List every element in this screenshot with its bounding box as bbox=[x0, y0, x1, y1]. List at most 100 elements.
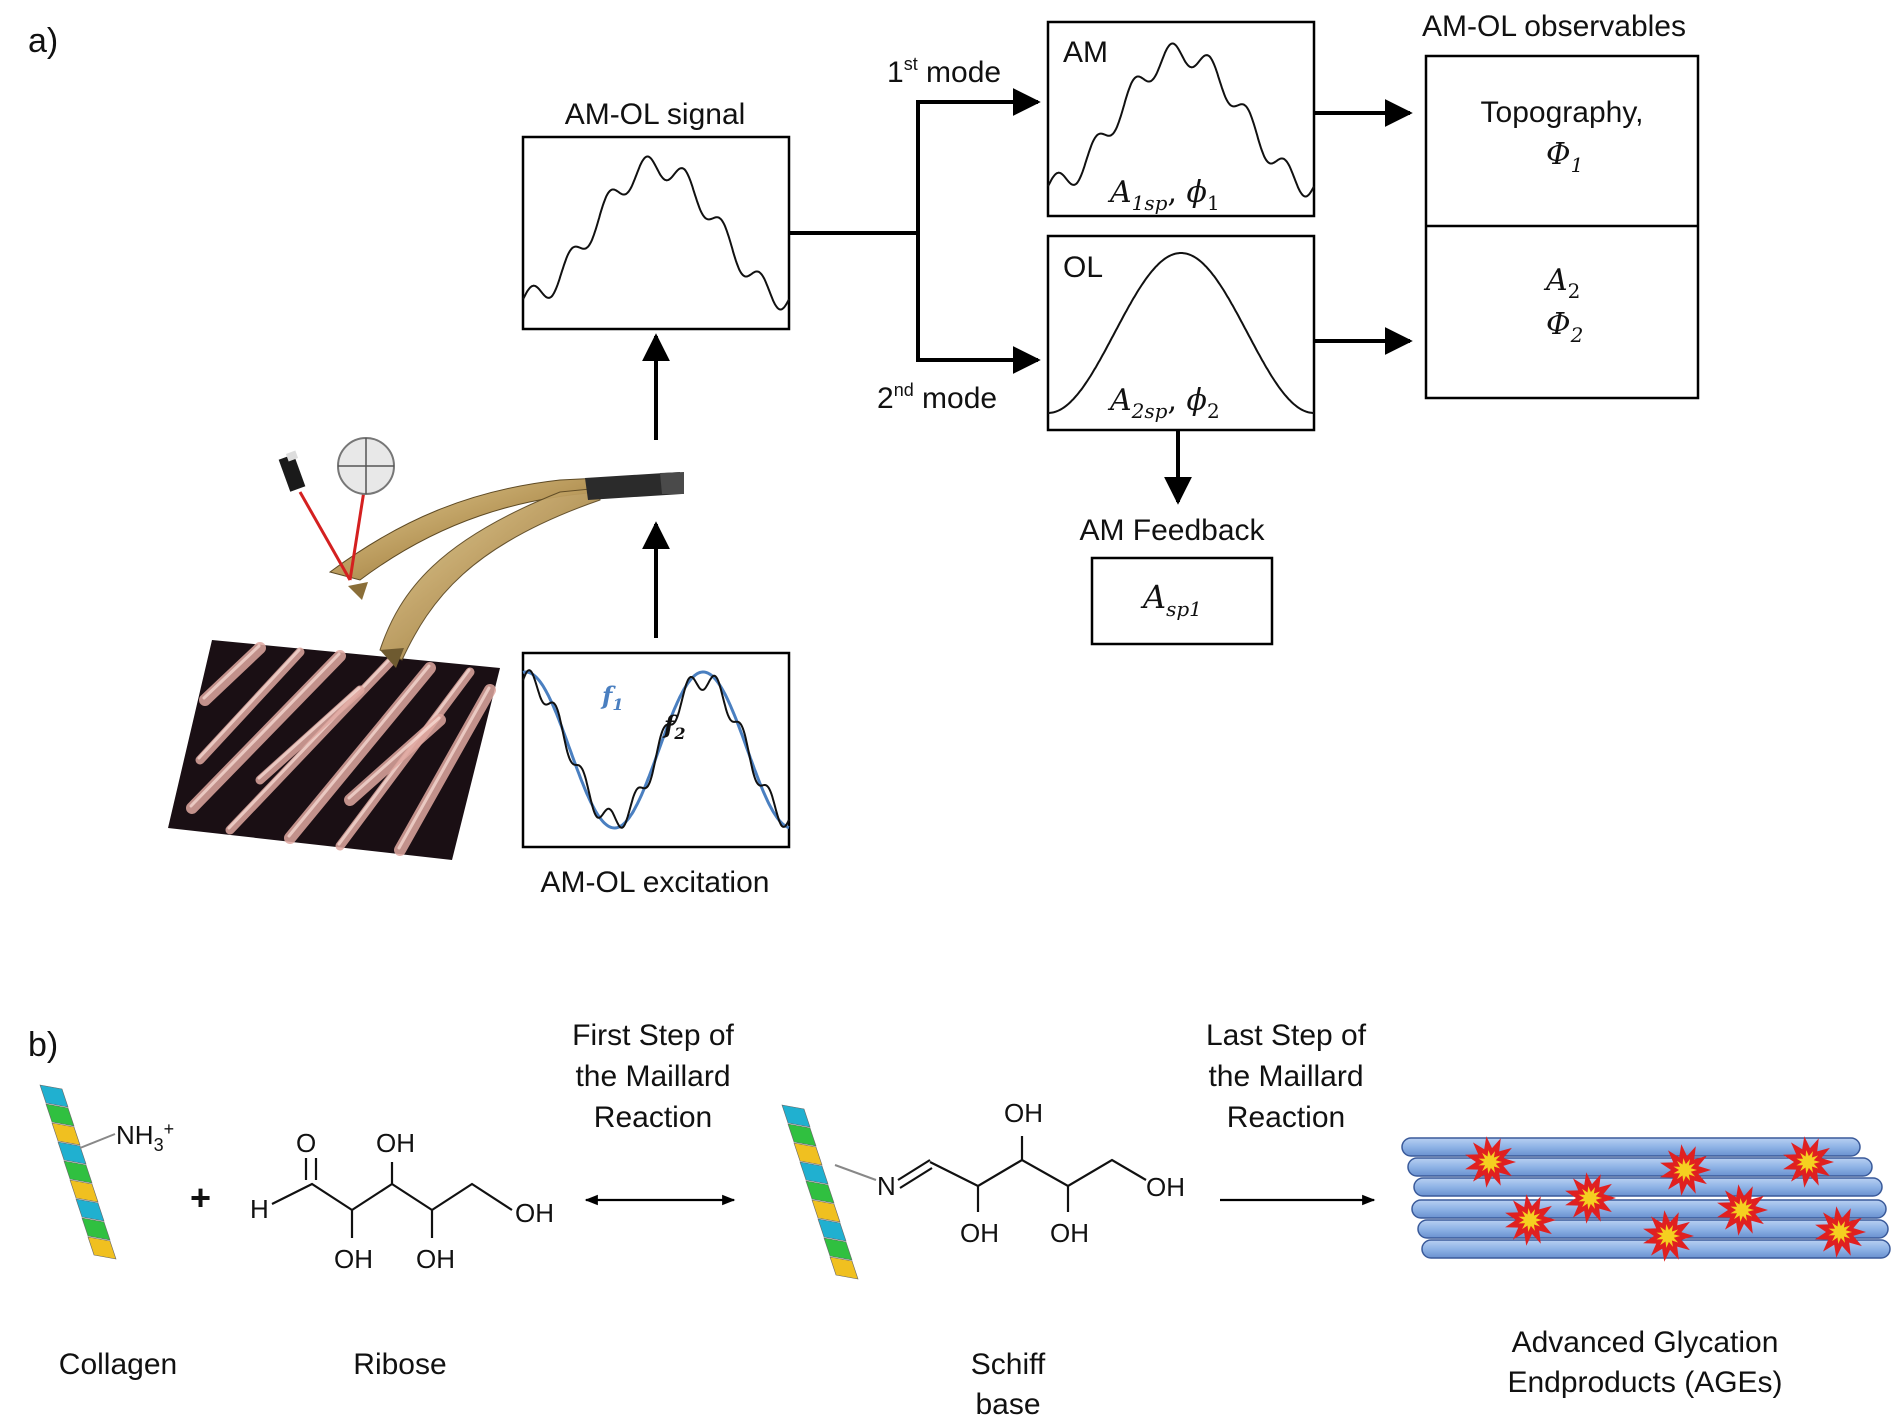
panel-a-label: a) bbox=[28, 22, 58, 60]
laser-source-icon bbox=[278, 450, 306, 492]
glycation-burst-core bbox=[1673, 1158, 1697, 1182]
ages-fibril-tube bbox=[1401, 1137, 1861, 1157]
collagen-label: Collagen bbox=[59, 1348, 177, 1381]
collagen-fibril-highlight bbox=[197, 648, 301, 760]
am-box-title: AM bbox=[1063, 36, 1108, 69]
collagen-fibril bbox=[394, 684, 496, 856]
schiff-line1: Schiff bbox=[971, 1348, 1046, 1381]
schiff-line2: base bbox=[975, 1388, 1040, 1421]
last-step-line1: Last Step of bbox=[1206, 1019, 1367, 1052]
signal-box bbox=[521, 135, 791, 331]
ribose-label: Ribose bbox=[353, 1348, 446, 1381]
helix-segment bbox=[39, 1084, 69, 1108]
feedback-title: AM Feedback bbox=[1079, 514, 1265, 547]
helix-segment bbox=[823, 1237, 853, 1261]
ribose-oh-3: OH bbox=[416, 1244, 455, 1274]
schiff-oh-3: OH bbox=[1050, 1218, 1089, 1248]
collagen-fibril-highlight bbox=[397, 686, 491, 850]
collagen-helix-icon-2 bbox=[781, 1104, 859, 1280]
collagen-fibril bbox=[199, 642, 266, 706]
helix-segment bbox=[811, 1199, 841, 1223]
ribose-structure bbox=[271, 1158, 513, 1238]
collagen-fibril bbox=[344, 714, 446, 806]
helix-segment bbox=[87, 1236, 117, 1260]
mode2-label: 2nd mode bbox=[877, 380, 997, 415]
nh3-label: NH3+ bbox=[116, 1119, 174, 1155]
ol-box bbox=[1046, 234, 1316, 432]
obs-phi1: Φ1 bbox=[1546, 137, 1583, 177]
observables-title: AM-OL observables bbox=[1422, 10, 1686, 43]
glycation-burst-core bbox=[1478, 1150, 1502, 1174]
helix-segment bbox=[799, 1161, 829, 1185]
collagen-fibril bbox=[284, 662, 436, 844]
photodetector-icon bbox=[337, 437, 395, 495]
excitation-f2-curve bbox=[522, 669, 790, 829]
first-step-line3: Reaction bbox=[594, 1101, 712, 1134]
helix-segment bbox=[45, 1103, 75, 1127]
signal-curve bbox=[522, 155, 790, 311]
mode-splitter bbox=[789, 88, 1041, 374]
collagen-fibril-highlight bbox=[189, 652, 341, 808]
ages-line2: Endproducts (AGEs) bbox=[1507, 1366, 1782, 1399]
obs-phi2: Φ2 bbox=[1546, 307, 1583, 347]
helix-segment bbox=[787, 1123, 817, 1147]
first-step-line2: the Maillard bbox=[575, 1060, 730, 1093]
ribose-oh-2: OH bbox=[334, 1244, 373, 1274]
collagen-fibril-highlight bbox=[257, 686, 361, 780]
ribose-oh-1: OH bbox=[376, 1128, 415, 1158]
ages-fibril-tube bbox=[1411, 1199, 1887, 1219]
schiff-base-structure bbox=[897, 1136, 1147, 1212]
afm-scan-image bbox=[168, 640, 500, 860]
collagen-fibril-highlight bbox=[287, 664, 431, 838]
am-box-params: A1sp, ϕ1 bbox=[1107, 175, 1220, 215]
ages-fibril-bundle bbox=[1401, 1136, 1891, 1262]
helix-segment bbox=[69, 1179, 99, 1203]
collagen-fibril-highlight bbox=[347, 716, 441, 800]
ol-box-params: A2sp, ϕ2 bbox=[1107, 383, 1220, 423]
helix-segment bbox=[793, 1142, 823, 1166]
feedback-box bbox=[1090, 556, 1274, 646]
ages-fibril-tube bbox=[1413, 1177, 1883, 1197]
laser-beam-out bbox=[348, 477, 368, 581]
excitation-f1-label: f1 bbox=[600, 681, 623, 714]
schiff-N: N bbox=[877, 1171, 896, 1201]
helix-segment bbox=[829, 1256, 859, 1280]
last-step-line2: the Maillard bbox=[1208, 1060, 1363, 1093]
glycation-burst-core bbox=[1656, 1224, 1680, 1248]
helix-segment bbox=[63, 1160, 93, 1184]
ages-fibril-tube bbox=[1407, 1157, 1873, 1177]
schiff-oh-1: OH bbox=[1004, 1098, 1043, 1128]
signal-title: AM-OL signal bbox=[565, 98, 746, 131]
helix-segment bbox=[817, 1218, 847, 1242]
schiff-bond bbox=[834, 1164, 877, 1181]
glycation-burst-core bbox=[1730, 1198, 1754, 1222]
mode1-label: 1st mode bbox=[887, 54, 1001, 89]
laser-beam-in bbox=[298, 491, 352, 581]
schiff-oh-4: OH bbox=[1146, 1172, 1185, 1202]
collagen-nh3-bond bbox=[79, 1133, 116, 1149]
obs-a2: A2 bbox=[1543, 263, 1580, 303]
ribose-oh-4: OH bbox=[515, 1198, 554, 1228]
helix-segment bbox=[781, 1104, 811, 1128]
helix-segment bbox=[75, 1198, 105, 1222]
ages-line1: Advanced Glycation bbox=[1512, 1326, 1779, 1359]
am-curve bbox=[1047, 42, 1315, 198]
ribose-H: H bbox=[250, 1194, 269, 1224]
helix-segment bbox=[805, 1180, 835, 1204]
feedback-param: Asp1 bbox=[1140, 578, 1202, 621]
collagen-fibril bbox=[255, 685, 365, 785]
collagen-fibril bbox=[186, 650, 346, 814]
glycation-burst-core bbox=[1578, 1186, 1602, 1210]
glycation-burst-core bbox=[1828, 1220, 1852, 1244]
helix-segment bbox=[57, 1141, 87, 1165]
excitation-title: AM-OL excitation bbox=[541, 866, 770, 899]
glycation-burst-core bbox=[1796, 1150, 1820, 1174]
collagen-helix-icon bbox=[39, 1084, 117, 1260]
obs-topography: Topography, bbox=[1481, 96, 1644, 129]
ribose-O: O bbox=[296, 1128, 316, 1158]
schiff-oh-2: OH bbox=[960, 1218, 999, 1248]
first-step-line1: First Step of bbox=[572, 1019, 734, 1052]
afm-cantilever-illustration bbox=[278, 437, 684, 668]
excitation-f2-label: f2 bbox=[662, 710, 685, 743]
